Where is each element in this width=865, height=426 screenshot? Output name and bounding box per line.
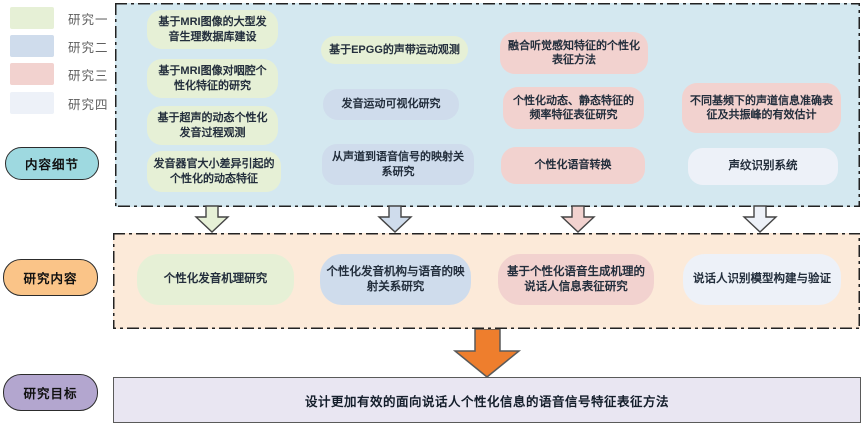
down-arrow-icon-study4 (742, 205, 778, 233)
content-box: 说话人识别模型构建与验证 (683, 254, 841, 305)
legend-label: 研究四 (68, 97, 109, 112)
detail-box: 基于MRI图像对咽腔个性化特征的研究 (147, 59, 278, 98)
legend-label: 研究二 (68, 40, 109, 55)
goal-panel: 设计更加有效的面向说话人个性化信息的语音信号特征表征方法 (113, 377, 861, 423)
goal-text: 设计更加有效的面向说话人个性化信息的语音信号特征表征方法 (304, 394, 669, 409)
detail-box: 不同基频下的声道信息准确表征及共振峰的有效估计 (682, 83, 841, 133)
detail-box: 个性化动态、静态特征的频率特征表征研究 (503, 87, 644, 129)
detail-box: 融合听觉感知特征的个性化表征方法 (500, 32, 648, 74)
down-arrow-icon-study3 (560, 205, 596, 233)
down-arrow-icon-study2 (377, 205, 413, 233)
detail-box: 从声道到语音信号的映射关系研究 (322, 144, 474, 185)
detail-box: 基于EPGG的声带运动观测 (321, 36, 468, 64)
legend-label: 研究一 (68, 12, 109, 27)
stage-pill-details: 内容细节 (5, 147, 99, 180)
content-panel: 个性化发音机理研究 个性化发音机构与语音的映射关系研究 基于个性化语音生成机理的… (113, 233, 860, 329)
detail-box: 发音器官大小差异引起的个性化的动态特征 (147, 151, 281, 192)
legend-label: 研究三 (68, 68, 109, 83)
legend-item: 研究四 (10, 92, 109, 114)
legend-item: 研究一 (10, 7, 109, 29)
content-box: 基于个性化语音生成机理的说话人信息表征研究 (498, 254, 654, 305)
detail-box: 发音运动可视化研究 (323, 89, 459, 120)
content-box: 个性化发音机构与语音的映射关系研究 (320, 254, 471, 305)
legend-swatch-study3 (10, 63, 54, 85)
legend-swatch-study4 (10, 92, 54, 114)
detail-box: 个性化语音转换 (501, 147, 645, 184)
detail-box: 基于MRI图像的大型发音生理数据库建设 (147, 10, 278, 49)
big-down-arrow-icon (452, 329, 522, 378)
legend-item: 研究三 (10, 63, 109, 85)
down-arrow-icon-study1 (194, 205, 230, 233)
legend-swatch-study1 (10, 7, 54, 29)
stage-pill-content: 研究内容 (3, 259, 98, 296)
content-box: 个性化发音机理研究 (137, 254, 294, 305)
legend-swatch-study2 (10, 35, 54, 57)
detail-box: 声纹识别系统 (688, 148, 838, 185)
detail-box: 基于超声的动态个性化发音过程观测 (147, 106, 278, 145)
details-panel: 基于MRI图像的大型发音生理数据库建设 基于MRI图像对咽腔个性化特征的研究 基… (115, 3, 860, 207)
stage-pill-goal: 研究目标 (3, 374, 98, 411)
legend-item: 研究二 (10, 35, 109, 57)
